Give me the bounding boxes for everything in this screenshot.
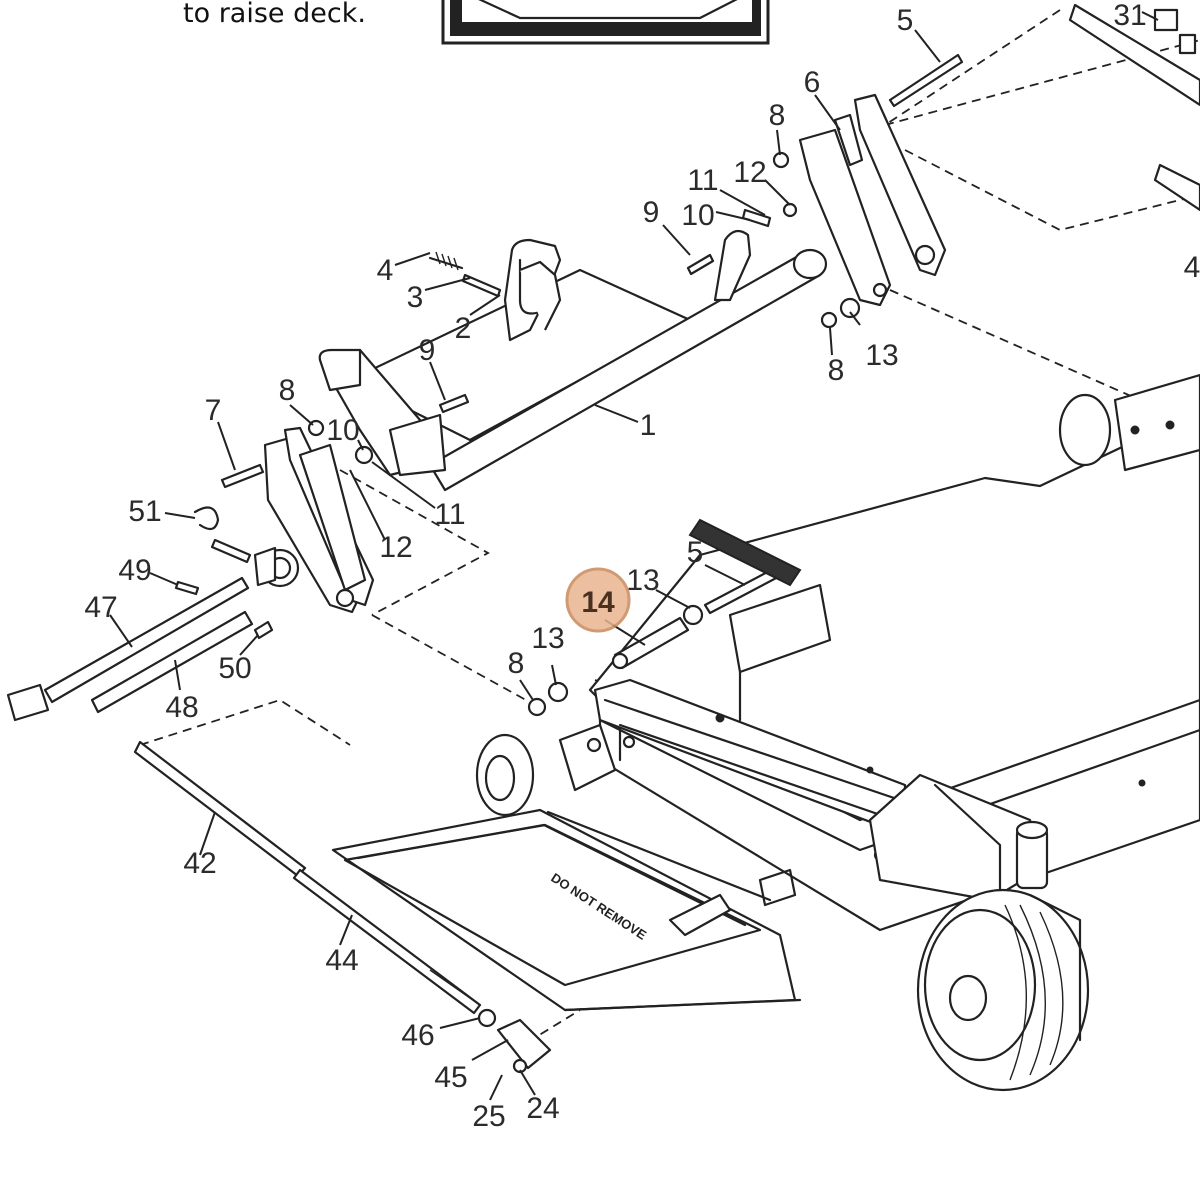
part-label-42[interactable]: 42	[183, 847, 216, 880]
part-label-13-low[interactable]: 13	[531, 622, 564, 655]
part-label-8-left[interactable]: 8	[279, 374, 296, 407]
highlighted-part-14[interactable]: 14	[565, 567, 631, 633]
part-label-9-top[interactable]: 9	[643, 196, 660, 229]
part-label-10-top[interactable]: 10	[681, 199, 714, 232]
part-label-12-mid[interactable]: 12	[379, 531, 412, 564]
part-label-10-mid[interactable]: 10	[326, 414, 359, 447]
part-label-49[interactable]: 49	[118, 554, 151, 587]
part-label-13-top[interactable]: 13	[865, 339, 898, 372]
part-label-43[interactable]: 4	[1184, 251, 1200, 284]
part-label-44[interactable]: 44	[325, 944, 358, 977]
part-labels: 5 31 6 8 12 11 10 9 4 3 2 4 9 13 8 1 8 7…	[84, 0, 1200, 1133]
part-label-4[interactable]: 4	[377, 254, 394, 287]
highlight-circle	[565, 567, 631, 633]
part-label-8-top[interactable]: 8	[769, 99, 786, 132]
part-label-51[interactable]: 51	[128, 495, 161, 528]
part-label-2[interactable]: 2	[455, 312, 472, 345]
part-label-12-top[interactable]: 12	[733, 156, 766, 189]
part-label-5-mid[interactable]: 5	[687, 536, 704, 569]
part-label-7[interactable]: 7	[205, 394, 222, 427]
part-label-8-right[interactable]: 8	[828, 354, 845, 387]
part-label-8-low[interactable]: 8	[508, 647, 525, 680]
part-label-14: 14	[581, 586, 615, 619]
part-label-13-mid[interactable]: 13	[626, 564, 659, 597]
part-label-9-mid[interactable]: 9	[419, 334, 436, 367]
mower-deck: DO NOT REMOVE	[331, 373, 1200, 1092]
part-label-11-top[interactable]: 11	[687, 164, 718, 197]
warning-decal-fragment	[441, 0, 770, 45]
part-label-25[interactable]: 25	[472, 1100, 505, 1133]
part-label-50[interactable]: 50	[218, 652, 251, 685]
part-label-1[interactable]: 1	[640, 409, 657, 442]
part-label-3[interactable]: 3	[407, 281, 424, 314]
part-label-47[interactable]: 47	[84, 591, 117, 624]
part-label-24[interactable]: 24	[526, 1092, 559, 1125]
part-label-46[interactable]: 46	[401, 1019, 434, 1052]
part-label-6[interactable]: 6	[804, 66, 821, 99]
part-label-48[interactable]: 48	[165, 691, 198, 724]
part-label-11-mid[interactable]: 11	[434, 498, 465, 531]
hardware	[6, 3, 1200, 1074]
part-label-45[interactable]: 45	[434, 1061, 467, 1094]
lift-arm-assembly	[253, 93, 947, 614]
part-label-5-top[interactable]: 5	[897, 4, 914, 37]
caption-text: to raise deck.	[183, 0, 366, 29]
part-label-31[interactable]: 31	[1113, 0, 1146, 32]
